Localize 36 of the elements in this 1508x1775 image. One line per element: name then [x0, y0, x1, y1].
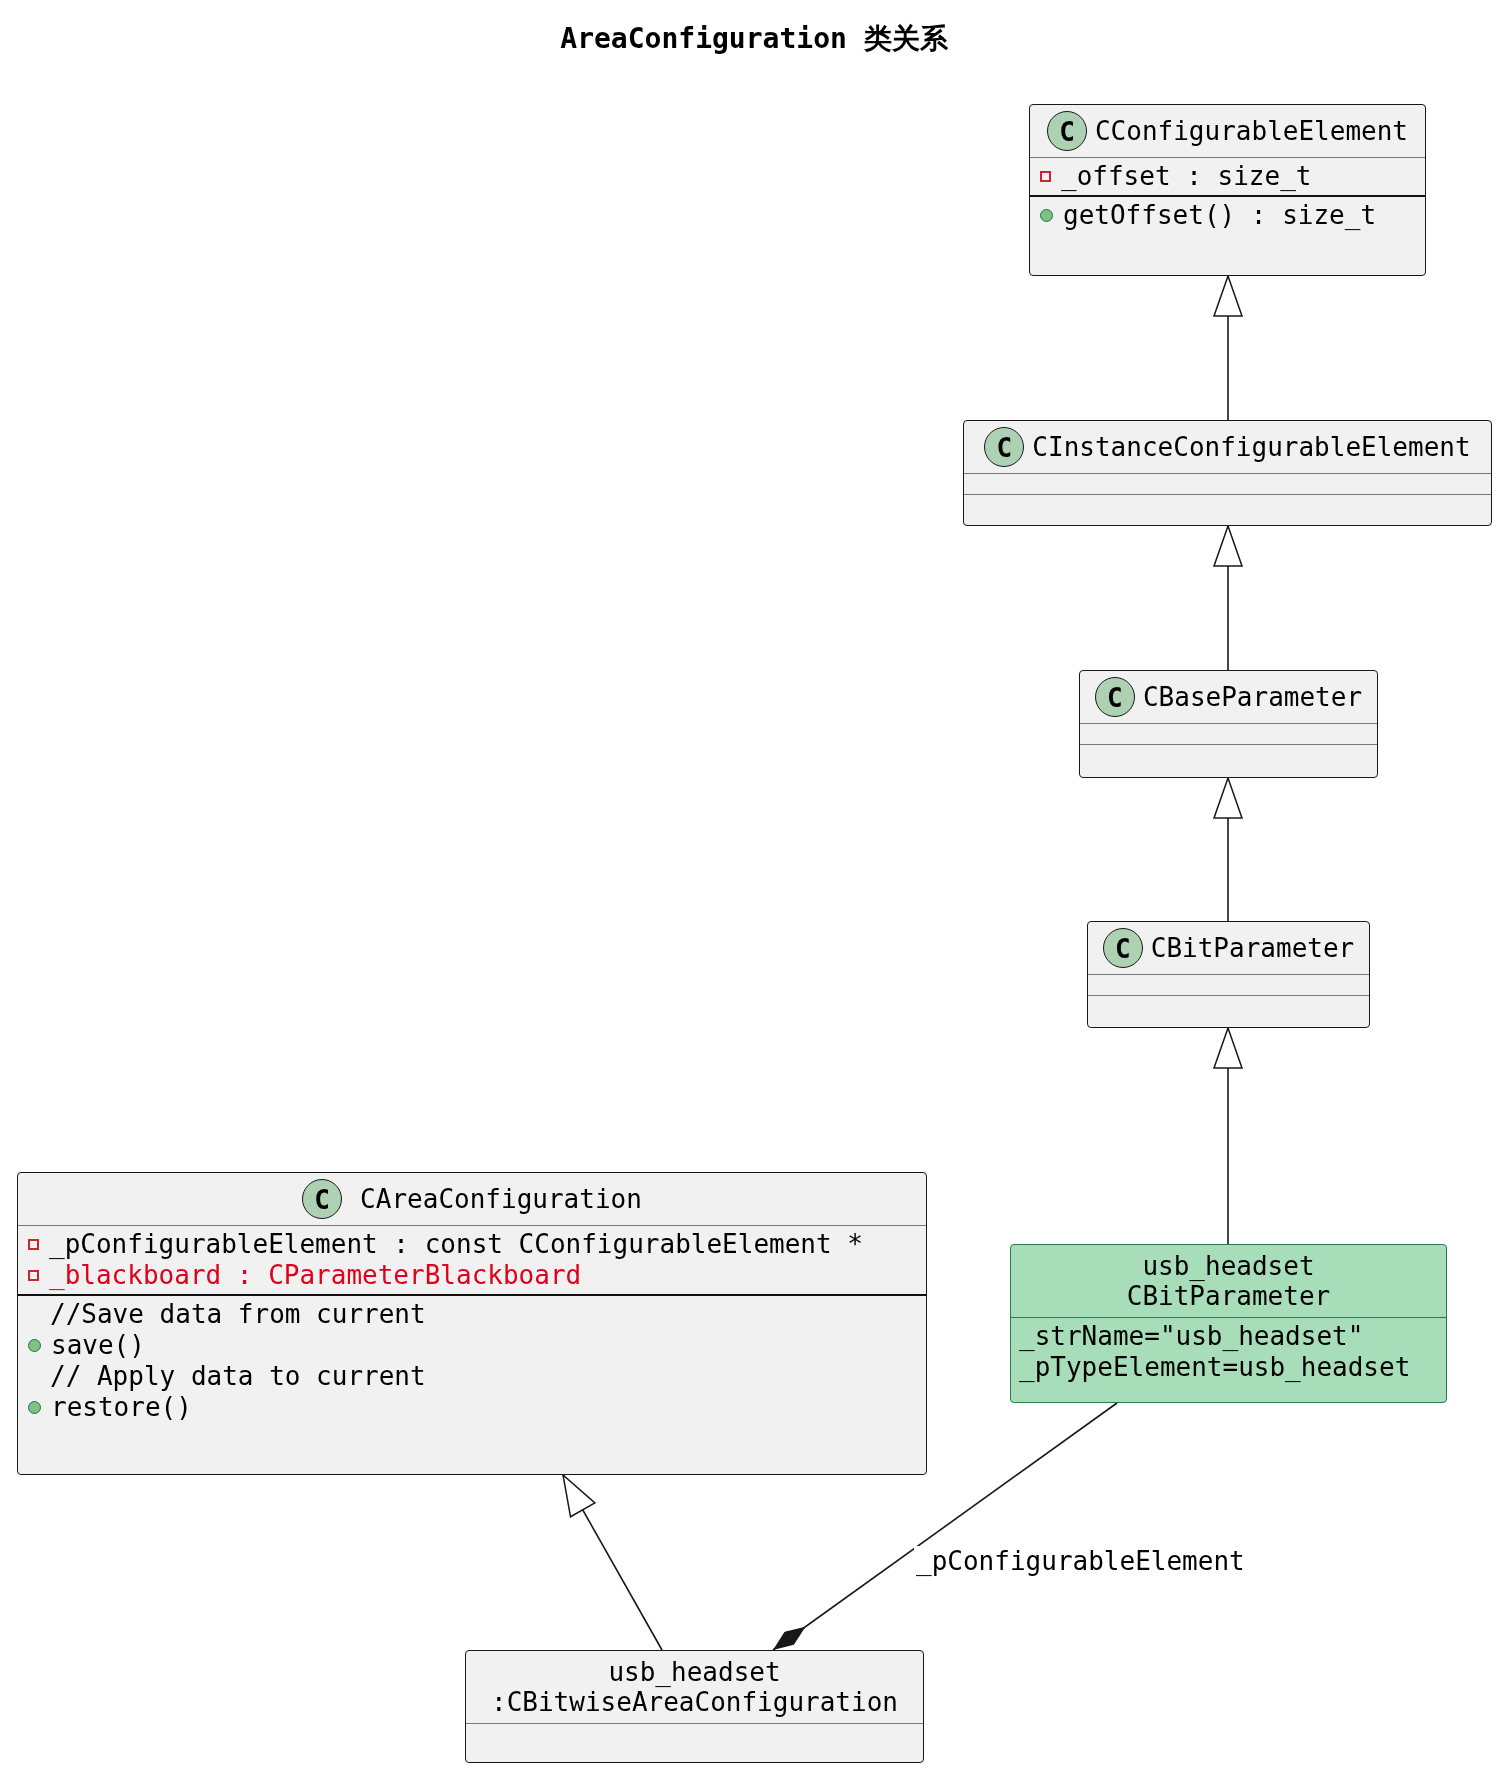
class-icon: C [1102, 928, 1143, 968]
attribute-text: _strName="usb_headset" [1019, 1321, 1364, 1352]
diagram-title: AreaConfiguration 类关系 [559, 21, 949, 57]
class-name: usb_headset :CBitwiseAreaConfiguration [490, 1657, 899, 1717]
class-name: usb_headset CBitParameter [1125, 1251, 1332, 1311]
class-box [963, 420, 1492, 526]
composition-line [772, 1402, 1118, 1651]
class-box [1029, 104, 1426, 276]
inheritance-arrow [562, 1474, 663, 1651]
comment-text: //Save data from current [50, 1299, 426, 1330]
class-icon: C [1046, 111, 1087, 151]
class-icon: C [1094, 677, 1135, 717]
inheritance-arrow [1213, 525, 1243, 671]
class-box [17, 1172, 927, 1475]
method-text: restore() [51, 1392, 192, 1423]
attribute-text: _offset : size_t [1061, 161, 1312, 192]
class-box [1079, 670, 1378, 778]
class-name: CInstanceConfigurableElement [1032, 432, 1471, 462]
inheritance-arrow [1213, 1027, 1243, 1245]
method-text: save() [51, 1330, 145, 1361]
class-name: CAreaConfiguration [360, 1184, 642, 1214]
object-box [1010, 1244, 1447, 1403]
class-box [1087, 921, 1370, 1028]
class-box [465, 1650, 924, 1763]
class-name: CBaseParameter [1142, 682, 1363, 712]
class-name: CBitParameter [1150, 933, 1355, 963]
class-icon: C [984, 427, 1025, 467]
attribute-text: _blackboard : CParameterBlackboard [49, 1260, 582, 1291]
attribute-text: _pConfigurableElement : const CConfigurableElement * [49, 1229, 863, 1260]
inheritance-arrow [1213, 275, 1243, 421]
attribute-text: _pTypeElement=usb_headset [1019, 1352, 1411, 1383]
class-icon: C [302, 1179, 343, 1219]
inheritance-arrow [1213, 777, 1243, 922]
comment-text: // Apply data to current [50, 1361, 426, 1392]
method-text: getOffset() : size_t [1063, 200, 1377, 231]
class-name: CConfigurableElement [1094, 116, 1409, 146]
